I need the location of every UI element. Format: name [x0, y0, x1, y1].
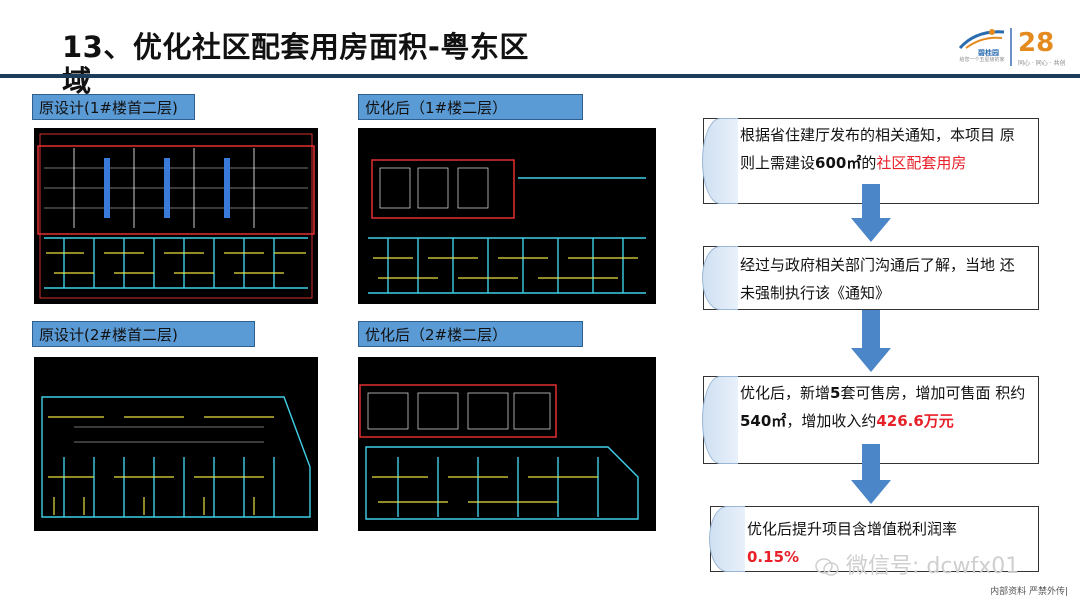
flow-step-3-lens: [702, 376, 738, 464]
flow-step-2-text: 经过与政府相关部门沟通后了解，当地 还未强制执行该《通知》: [740, 256, 1015, 302]
panel-label-2-original: 原设计(2#楼首二层): [32, 321, 255, 347]
title-rule: [0, 74, 1080, 78]
flow-step-3-units: 5: [830, 384, 841, 402]
logo-anniversary: 28: [1018, 28, 1055, 58]
floor-plan-1-original: [34, 128, 318, 304]
floor-plan-2-optimized: [358, 357, 656, 531]
watermark-text: 微信号: dcwfx01: [846, 554, 1020, 579]
logo-divider: [1010, 28, 1012, 66]
flow-step-1-text: 根据省住建厅发布的相关通知，本项目 原则上需建设: [740, 126, 1015, 172]
panel-label-2-optimized: 优化后（2#楼二层）: [358, 321, 583, 347]
flow-step-1-after: 的: [861, 154, 877, 172]
logo-anniversary-sub: 同心 · 同心 · 共创: [1018, 60, 1066, 67]
flow-step-4-lens: [709, 506, 745, 572]
company-logo: 碧桂园 给您一个五星级的家 28 同心 · 同心 · 共创: [956, 26, 1068, 70]
flow-step-1-lens: [702, 118, 738, 204]
floor-plan-2-original: [34, 357, 318, 531]
flow-arrow-down-icon: [851, 310, 891, 372]
flow-step-1-highlight: 社区配套用房: [876, 154, 967, 172]
flow-step-4-text: 优化后提升项目含增值税利润率: [747, 520, 958, 538]
flow-step-2-lens: [702, 246, 738, 310]
flow-step-3: 优化后，新增5套可售房，增加可售面 积约 540㎡，增加收入约426.6万元: [702, 376, 1039, 464]
flow-step-1-area: 600㎡: [815, 154, 862, 172]
flow-arrow-down-icon: [851, 184, 891, 242]
flow-step-4: 优化后提升项目含增值税利润率 0.15%: [709, 506, 1039, 572]
wechat-icon: [815, 558, 839, 576]
flow-step-3-text-c: ，增加收入约: [786, 412, 877, 430]
flow-step-3-area: 540㎡: [740, 412, 787, 430]
panel-label-1-original: 原设计(1#楼首二层): [32, 94, 195, 120]
flow-step-3-highlight: 426.6万元: [876, 412, 954, 430]
wechat-watermark: 微信号: dcwfx01: [815, 548, 1019, 580]
flow-step-3-text-a: 优化后，新增: [740, 384, 831, 402]
floor-plan-1-optimized: [358, 128, 656, 304]
logo-brand-name: 碧桂园: [978, 49, 999, 57]
panel-label-1-optimized: 优化后（1#楼二层）: [358, 94, 583, 120]
flow-step-3-text-b: 套可售房，增加可售面 积约: [840, 384, 1026, 402]
footer-confidential: 内部资料 严禁外传|: [990, 587, 1068, 597]
page-title: 13、优化社区配套用房面积-粤东区域: [62, 30, 529, 98]
logo-brand-sub: 给您一个五星级的家: [959, 57, 1005, 63]
flow-step-2: 经过与政府相关部门沟通后了解，当地 还未强制执行该《通知》: [702, 246, 1039, 310]
logo-swoosh-icon: [958, 29, 1005, 50]
flow-arrow-down-icon: [851, 444, 891, 504]
flow-step-4-highlight: 0.15%: [747, 548, 800, 566]
